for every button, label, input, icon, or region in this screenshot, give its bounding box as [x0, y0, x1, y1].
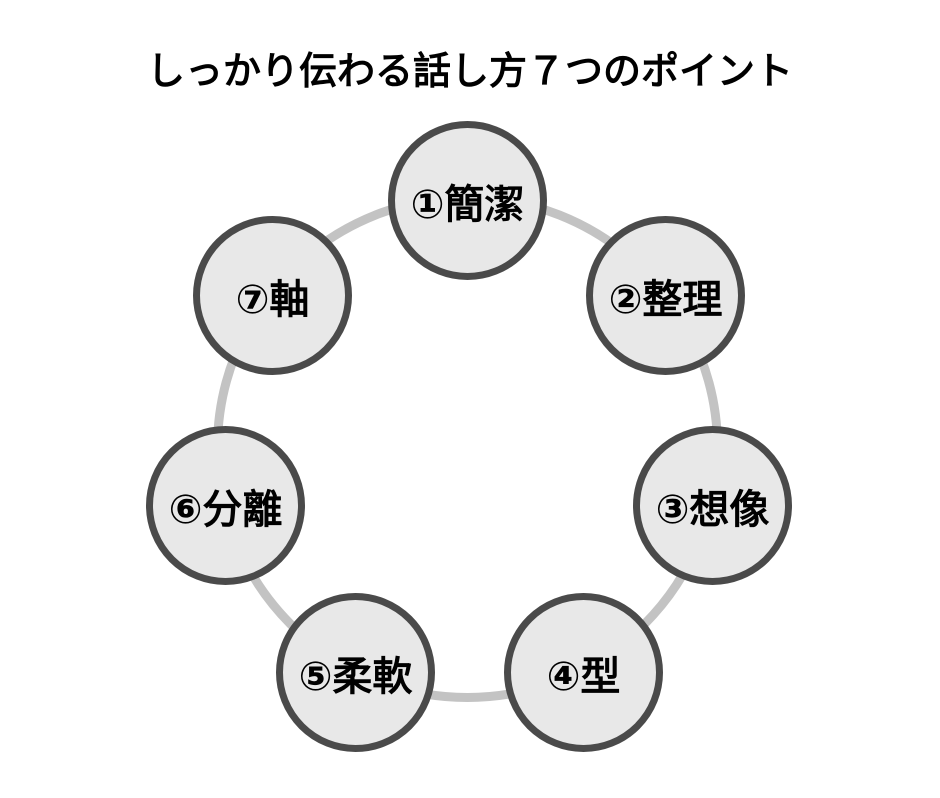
cycle-node-1: ①簡潔 — [388, 121, 547, 280]
cycle-node-3-label: ③想像 — [655, 486, 770, 533]
cycle-node-3: ③想像 — [633, 426, 792, 585]
cycle-node-5: ⑤柔軟 — [276, 593, 435, 752]
cycle-node-4: ④型 — [504, 593, 663, 752]
diagram-title: しっかり伝わる話し方７つのポイント — [146, 49, 793, 93]
cycle-node-5-label: ⑤柔軟 — [298, 653, 413, 700]
cycle-node-1-label: ①簡潔 — [410, 181, 525, 228]
cycle-node-6-label: ⑥分離 — [168, 486, 283, 533]
cycle-node-7-label: ⑦軸 — [235, 276, 310, 323]
cycle-node-4-label: ④型 — [546, 653, 621, 700]
cycle-node-6: ⑥分離 — [146, 426, 305, 585]
cycle-node-2-label: ②整理 — [608, 276, 723, 323]
cycle-node-7: ⑦軸 — [193, 216, 352, 375]
cycle-node-2: ②整理 — [586, 216, 745, 375]
